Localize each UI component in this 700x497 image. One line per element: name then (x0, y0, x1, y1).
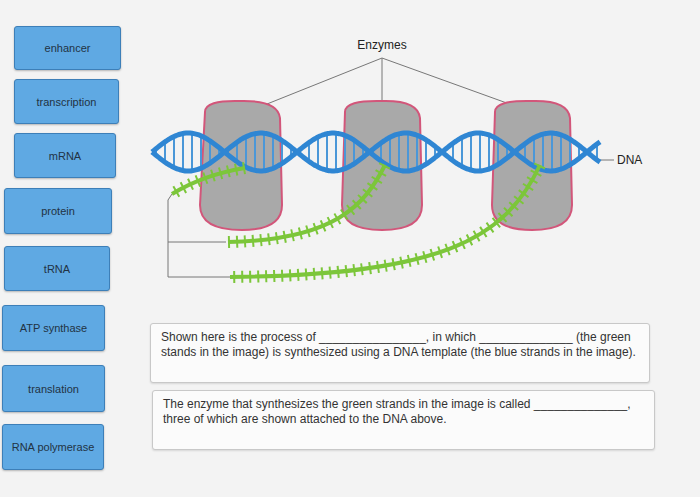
dna-label: DNA (617, 153, 642, 167)
sentence-text: Shown here is the process of ___________… (161, 330, 639, 360)
dna-helix (152, 133, 600, 171)
answer-tile: enhancer (14, 26, 121, 70)
rna-strands (172, 165, 540, 277)
sentence-text: The enzyme that synthesizes the green st… (163, 397, 644, 427)
tile-label: enhancer (45, 42, 91, 54)
answer-tile: tRNA (4, 246, 110, 291)
tile-label: RNA polymerase (12, 441, 95, 453)
answer-tile: RNA polymerase (2, 424, 104, 470)
answer-tile: protein (4, 188, 112, 234)
sentence-box: The enzyme that synthesizes the green st… (152, 390, 655, 450)
tile-label: protein (41, 205, 75, 217)
tile-label: tRNA (44, 263, 70, 275)
answer-tile: ATP synthase (2, 305, 105, 351)
tile-label: mRNA (49, 150, 81, 162)
enzymes-label: Enzymes (357, 38, 406, 52)
sentence-box: Shown here is the process of ___________… (150, 323, 650, 383)
tile-label: transcription (37, 96, 97, 108)
tile-label: ATP synthase (20, 322, 87, 334)
tile-label: translation (28, 383, 79, 395)
answer-tile: translation (2, 365, 105, 412)
answer-tile: transcription (14, 79, 119, 124)
answer-tile: mRNA (14, 133, 116, 178)
